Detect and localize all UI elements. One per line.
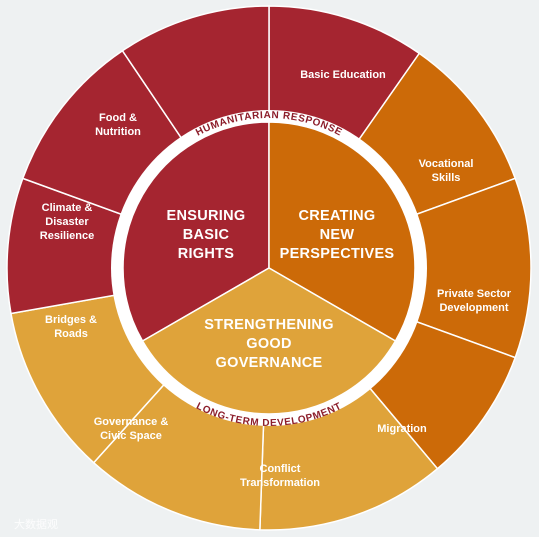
segment-label-line: Food & [99,112,137,124]
core-sector-ensuring-basic-rights [122,121,270,343]
watermark-text: 大数据观 [14,517,58,531]
core-sector-creating-new-perspectives [268,121,416,343]
segment-label-line: Resilience [40,230,94,242]
core-label-line: PERSPECTIVES [280,246,395,262]
core-sector-strengthening-good-governance [141,267,397,415]
core-label-line: NEW [320,227,355,243]
core-label-ensuring-basic-rights: ENSURING BASIC RIGHTS [167,208,246,262]
segment-label-governance-civic: Governance & Civic Space [94,416,169,442]
segment-label-line: Nutrition [95,126,141,138]
core-label-line: ENSURING [167,208,246,224]
segment-label-line: Transformation [240,477,320,489]
segment-label-line: Civic Space [100,430,162,442]
core-label-line: CREATING [298,208,375,224]
segment-label-line: Conflict [260,463,301,475]
core-label-line: STRENGTHENING [204,317,334,333]
core-label-line: GOVERNANCE [216,355,323,371]
core-label-line: GOOD [246,336,292,352]
segment-label-line: Vocational [419,158,474,170]
segment-label-migration: Migration [377,423,427,435]
segment-label-line: Migration [377,423,427,435]
segment-label-line: Private Sector [437,288,512,300]
segment-label-line: Skills [432,172,461,184]
segment-label-line: Governance & [94,416,169,428]
core-label-strengthening-good-governance: STRENGTHENING GOOD GOVERNANCE [204,317,334,371]
segment-label-food: Food & Nutrition [95,112,141,138]
segment-label-line: Disaster [45,216,89,228]
segment-label-basic-education: Basic Education [300,69,386,81]
segment-label-bridges: Bridges & Roads [45,314,97,340]
segment-label-line: Climate & [42,202,93,214]
core-label-line: RIGHTS [178,246,235,262]
core-label-line: BASIC [183,227,230,243]
segment-label-line: Bridges & [45,314,97,326]
segment-label-line: Basic Education [300,69,386,81]
core-label-creating-new-perspectives: CREATING NEW PERSPECTIVES [280,208,395,262]
segment-label-line: Development [439,302,508,314]
segment-label-line: Roads [54,328,88,340]
